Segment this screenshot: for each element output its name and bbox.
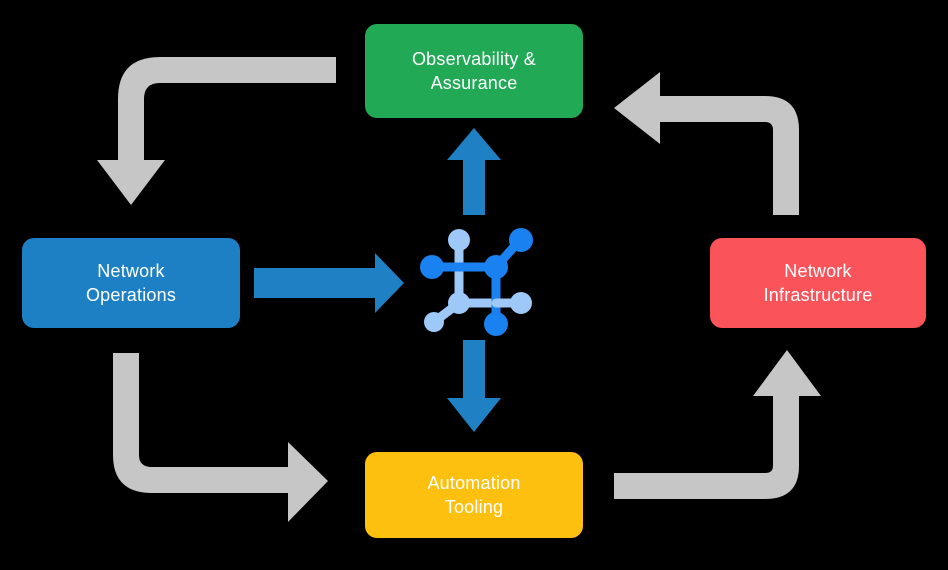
node-label-line1: Network <box>784 260 852 281</box>
node-label-line2: Infrastructure <box>763 285 873 305</box>
node-box-operations[interactable]: Network Operations <box>22 238 240 328</box>
node-label-infrastructure: Network Infrastructure <box>764 259 873 308</box>
node-label-line2: Tooling <box>444 497 504 517</box>
node-label-line2: Operations <box>85 285 177 305</box>
cycle-arrow-operations-to-automation <box>113 353 328 522</box>
center-arrow-operations-to-center <box>254 253 404 313</box>
center-arrow-center-to-automation <box>447 340 501 432</box>
node-label-operations: Network Operations <box>86 259 176 308</box>
node-label-observability: Observability & Assurance <box>412 47 536 96</box>
node-box-automation[interactable]: Automation Tooling <box>365 452 583 538</box>
network-mesh-icon <box>420 228 533 336</box>
cycle-arrow-automation-to-infrastructure <box>614 350 821 499</box>
cycle-arrow-infrastructure-to-observability <box>614 72 799 215</box>
node-label-line1: Automation <box>427 472 521 493</box>
node-box-observability[interactable]: Observability & Assurance <box>365 24 583 118</box>
node-label-automation: Automation Tooling <box>427 471 520 520</box>
cycle-arrow-observability-to-operations <box>97 57 336 205</box>
node-label-line1: Network <box>97 260 165 281</box>
node-box-infrastructure[interactable]: Network Infrastructure <box>710 238 926 328</box>
node-label-line1: Observability & <box>411 48 537 69</box>
node-label-line2: Assurance <box>430 73 518 93</box>
center-arrow-center-to-observability <box>447 128 501 215</box>
